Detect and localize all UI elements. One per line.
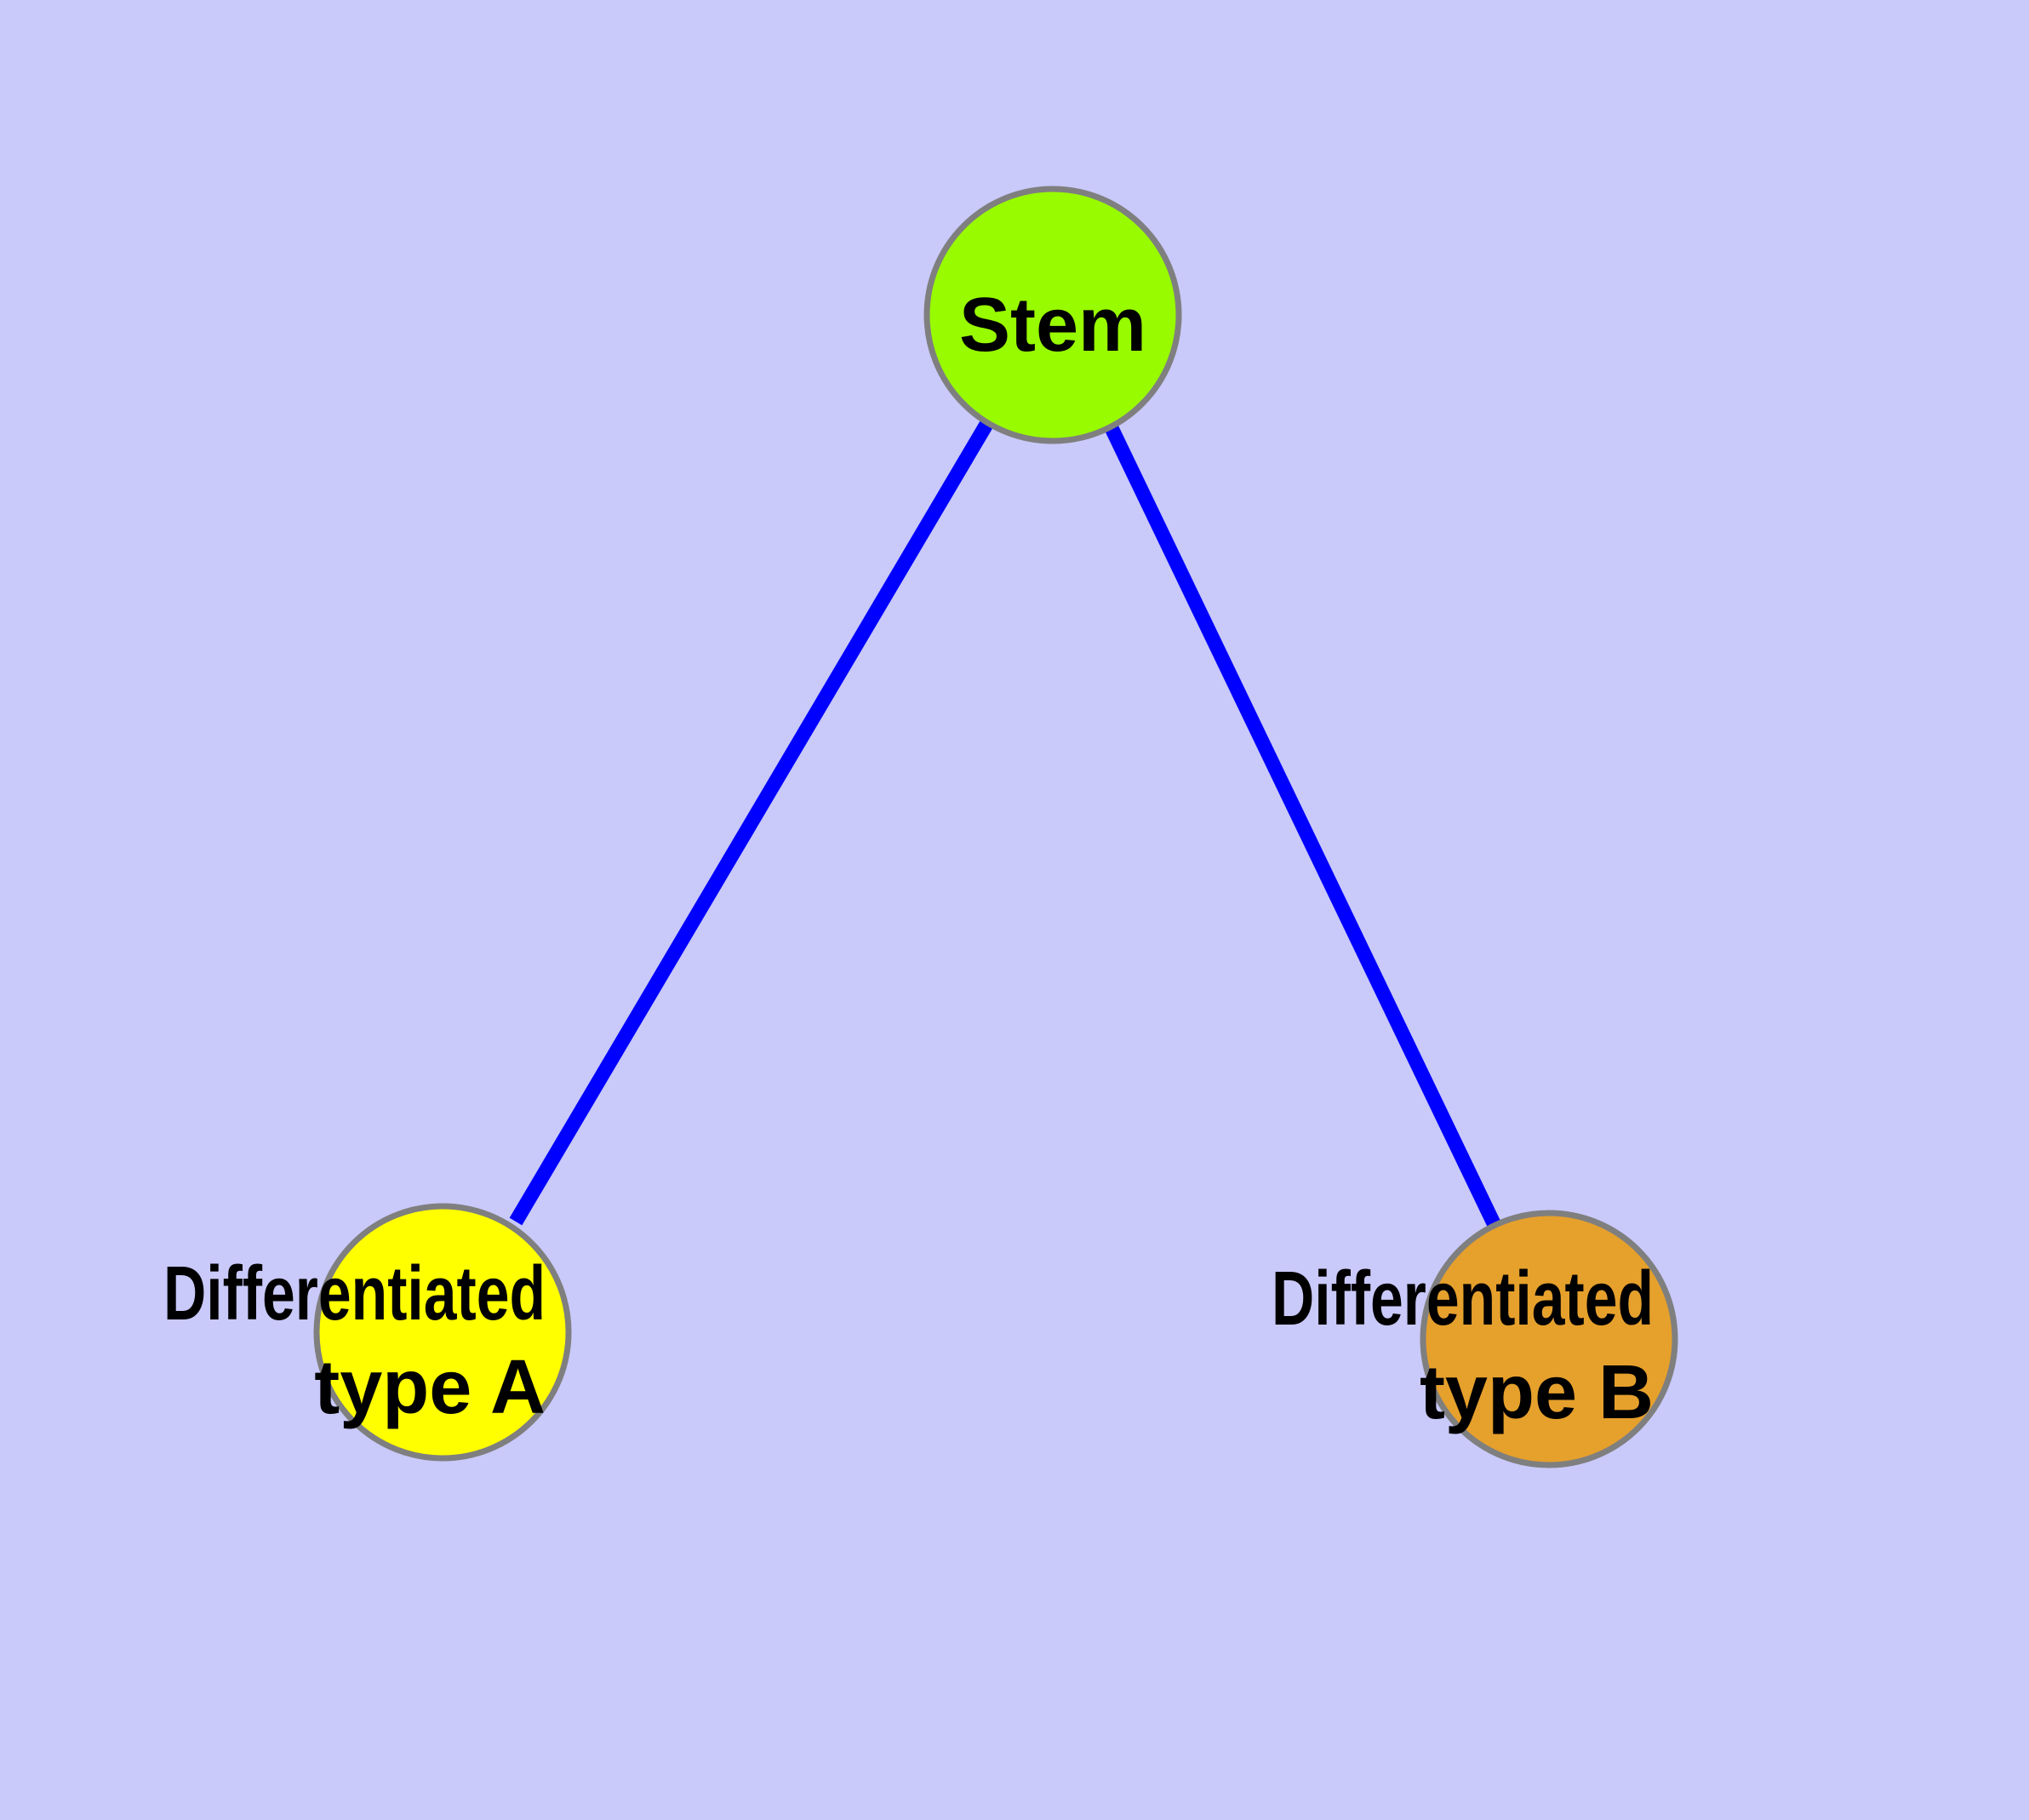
edge-stem-to-differentiated-type-a	[509, 404, 1003, 1226]
node-label-stem-line1: Stem	[959, 283, 1146, 368]
node-label-differentiated-type-a-line1: Differentiated	[163, 1251, 546, 1336]
node-label-differentiated-type-a-line2: type A	[314, 1345, 546, 1430]
edges-layer	[509, 404, 1500, 1227]
node-differentiated-type-a	[313, 1203, 572, 1462]
edge-stem-to-differentiated-type-b	[1095, 405, 1500, 1227]
node-stem	[923, 186, 1182, 444]
node-label-differentiated-type-b-line2: type B	[1420, 1350, 1654, 1435]
node-differentiated-type-b	[1420, 1210, 1678, 1468]
nodes-layer	[313, 186, 1678, 1468]
node-label-differentiated-type-b-line1: Differentiated	[1272, 1256, 1654, 1342]
